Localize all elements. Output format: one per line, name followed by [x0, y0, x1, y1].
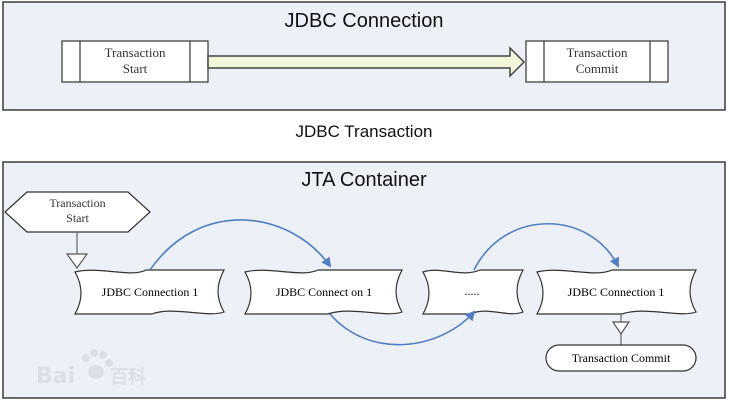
jdbc-transaction-caption: JDBC Transaction	[296, 122, 433, 141]
jdbc-connection-panel: JDBC Connection Transaction Start Transa…	[2, 1, 726, 111]
node-3-label: JDBC Connection 1	[568, 285, 665, 299]
jta-transaction-start-node: Transaction Start	[4, 191, 151, 233]
jta-panel-title: JTA Container	[301, 169, 427, 191]
arc-node1-to-node2	[149, 219, 332, 271]
jdbc-connection-node-3: JDBC Connection 1	[535, 269, 697, 315]
ellipsis-label: .....	[465, 284, 480, 298]
jta-commit-label: Transaction Commit	[572, 351, 671, 365]
watermark-bai: Bai	[36, 364, 75, 389]
start-connector	[65, 232, 89, 270]
jdbc-connection-node-2: JDBC Connect on 1	[243, 269, 403, 315]
arc-node2-to-ellipsis	[329, 310, 476, 346]
arc-ellipsis-to-node3	[473, 223, 619, 271]
commit-connector	[611, 314, 631, 345]
paw-icon	[82, 349, 113, 379]
jdbc-block-arrow	[207, 46, 526, 78]
jta-transaction-commit-node: Transaction Commit	[545, 344, 697, 372]
jdbc-commit-label: Transaction Commit	[566, 45, 628, 76]
jdbc-panel-title: JDBC Connection	[285, 10, 444, 32]
node-1-label: JDBC Connection 1	[102, 285, 199, 299]
watermark-baike: 百科	[110, 366, 146, 388]
jdbc-transaction-start-box: Transaction Start	[61, 40, 209, 83]
node-2-label: JDBC Connect on 1	[276, 285, 372, 299]
baike-watermark: Bai 百科	[36, 349, 146, 389]
jdbc-transaction-commit-box: Transaction Commit	[525, 40, 669, 83]
jdbc-start-label: Transaction Start	[104, 45, 166, 76]
jta-container-panel: JTA Container Transaction Start JDBC Con…	[2, 161, 726, 399]
jdbc-connection-node-1: JDBC Connection 1	[73, 269, 225, 315]
ellipsis-node: .....	[421, 269, 524, 315]
jta-start-label: Transaction Start	[49, 196, 106, 225]
